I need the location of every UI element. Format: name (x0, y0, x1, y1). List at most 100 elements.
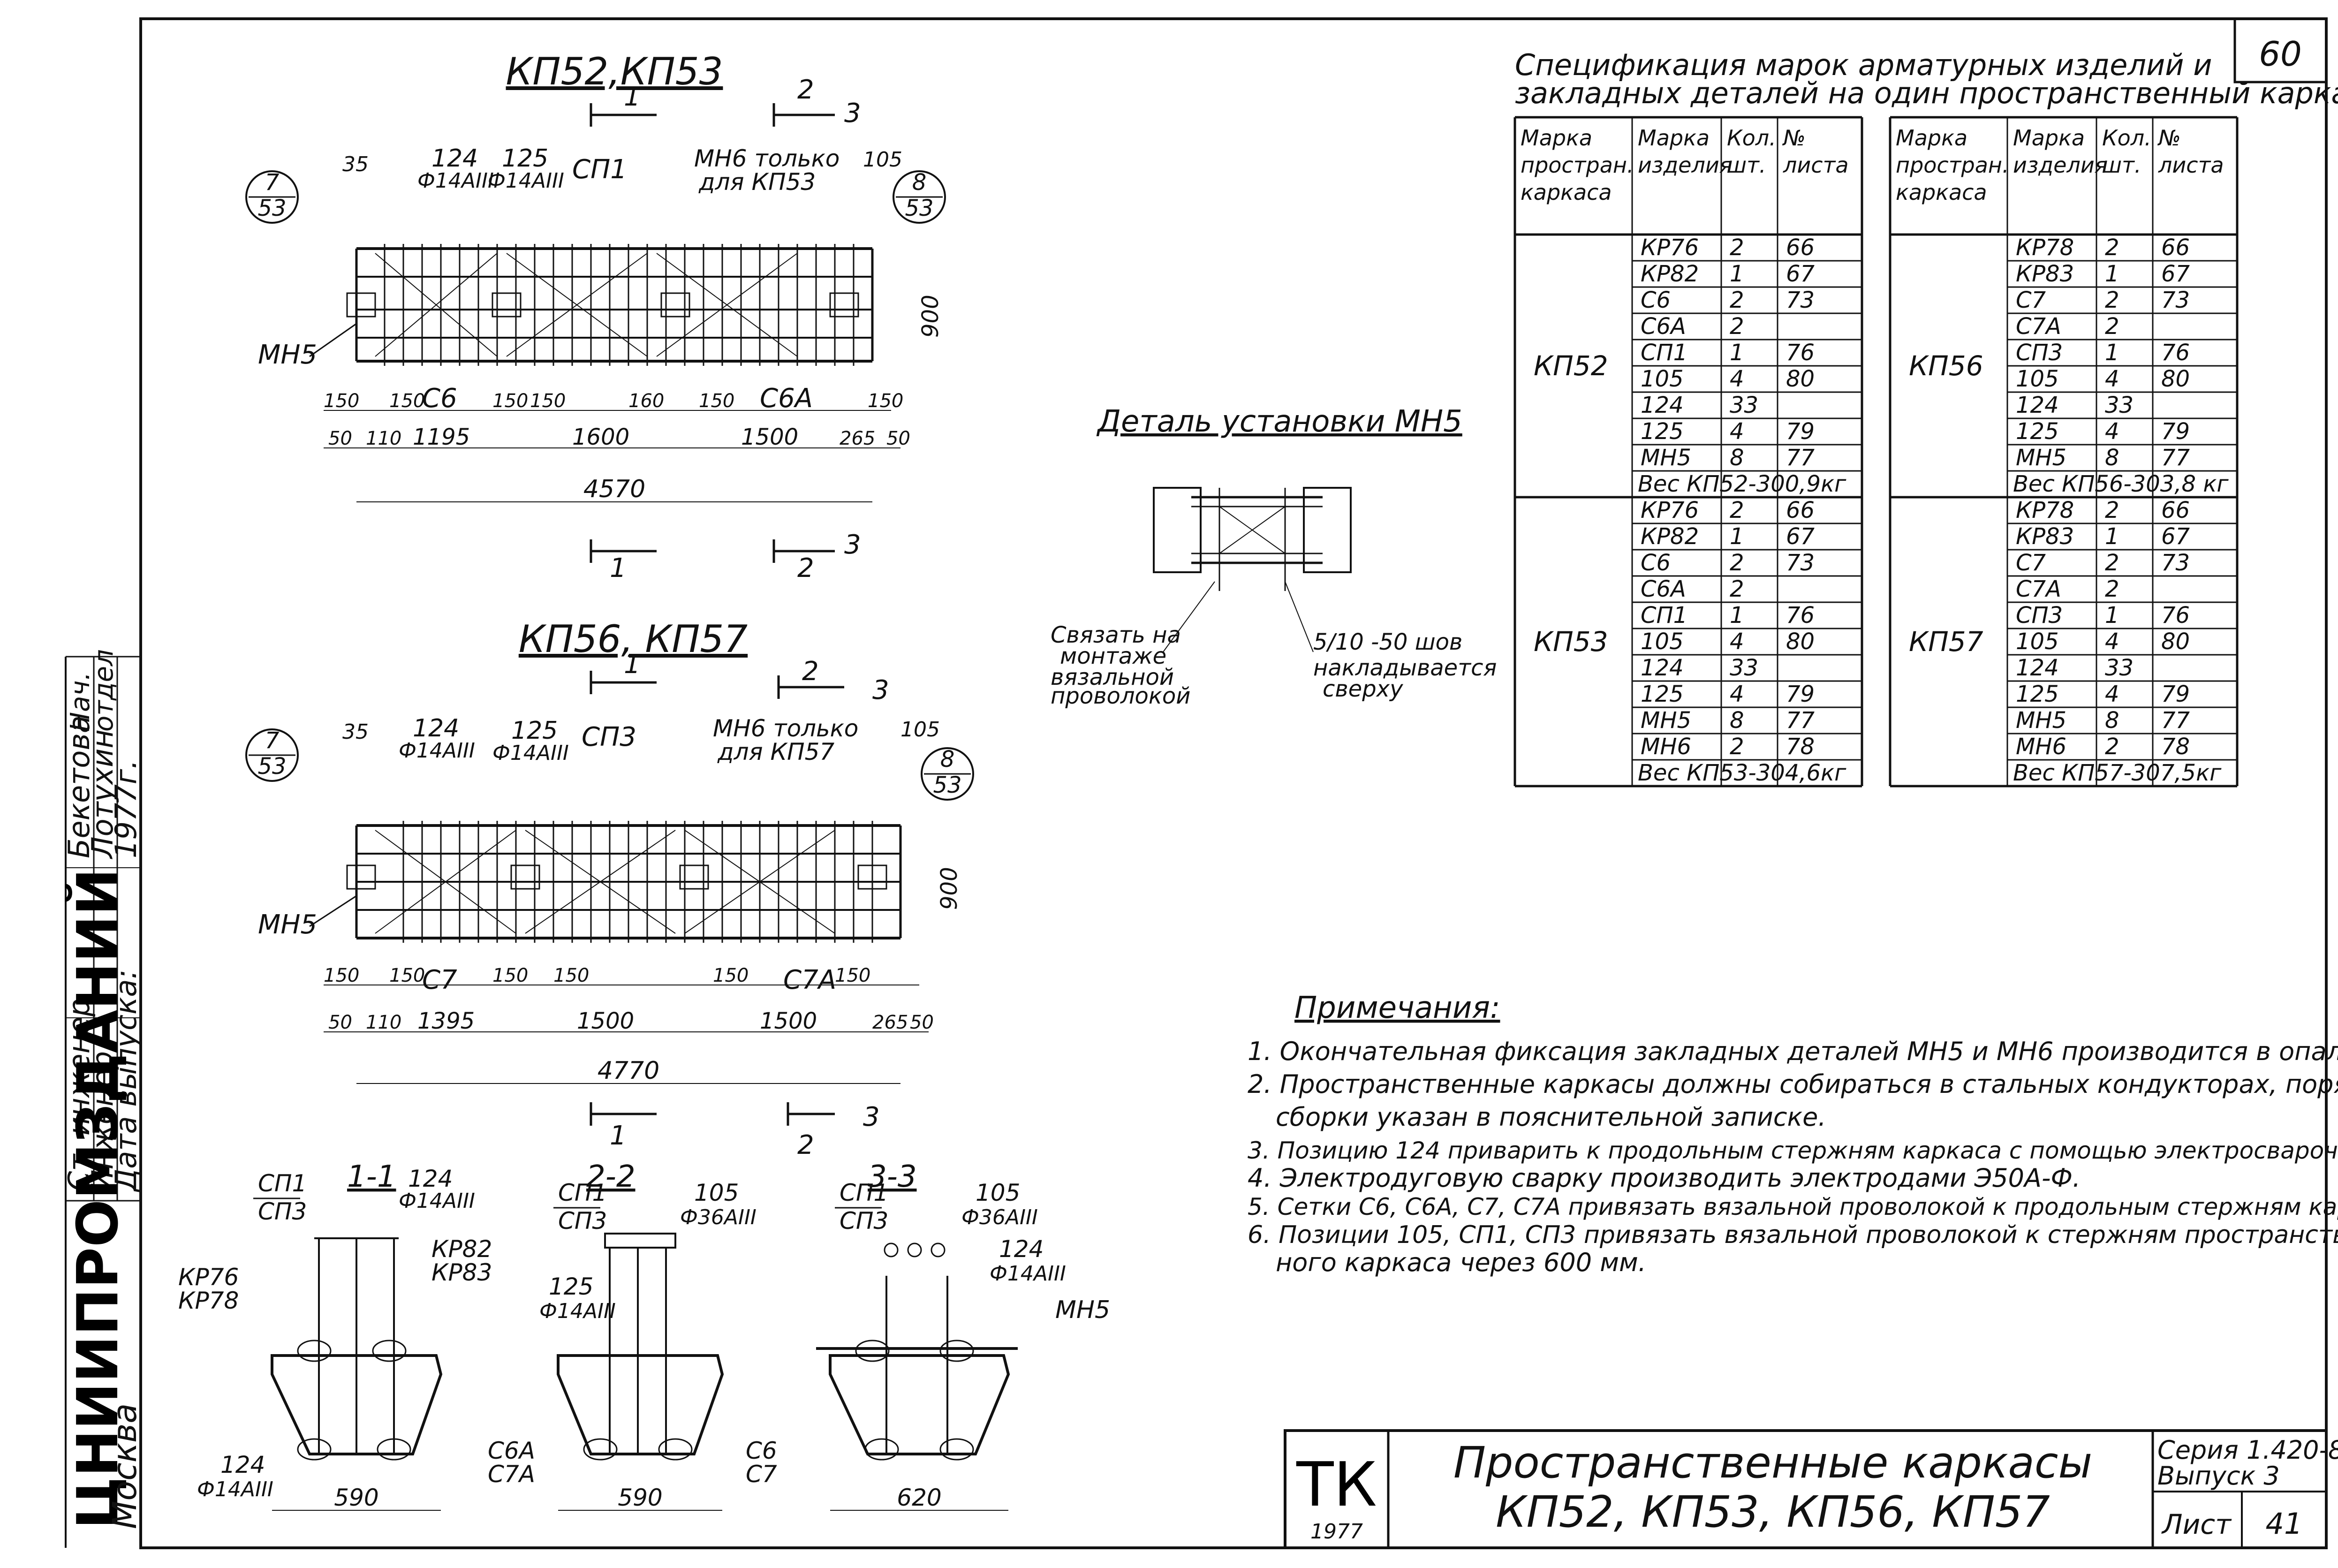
svg-text:монтаже: монтаже (1060, 643, 1166, 669)
spec-cell: СП1 (1641, 602, 1687, 629)
spec-cell: 1 (2105, 602, 2119, 629)
spec-cell: 33 (2105, 392, 2134, 418)
svg-text:С7: С7 (422, 965, 457, 995)
spec-cell: 125 (1641, 681, 1684, 707)
spec-cell: КР78 (2016, 497, 2074, 523)
svg-text:Ф14АIII: Ф14АIII (197, 1477, 273, 1501)
svg-text:2: 2 (797, 75, 814, 105)
note-1: 1. Окончательная фиксация закладных дета… (1248, 1037, 2338, 1066)
svg-text:1: 1 (610, 1121, 627, 1151)
svg-text:Ф14АIII: Ф14АIII (539, 1299, 616, 1323)
spec-cell: 1 (1730, 261, 1744, 287)
spec-cell: 73 (2161, 287, 2190, 313)
spec-cell: 8 (1730, 707, 1744, 734)
side-row1-label: Ст. инженер (62, 998, 96, 1191)
spec-cell: 67 (2161, 261, 2190, 287)
svg-text:105: 105 (900, 718, 940, 742)
side-row3-name: 1977г. (109, 760, 143, 858)
spec-header-2: Кол. (2102, 125, 2151, 151)
spec-cell: 1 (2105, 523, 2119, 550)
spec-cell: 80 (2161, 629, 2190, 655)
section-mark-1-top: 1 (590, 82, 657, 127)
spec-cell: 67 (2161, 523, 2190, 550)
spec-cell: КР76 (1641, 235, 1699, 261)
svg-text:125: 125 (502, 144, 548, 173)
spec-header-0: Марка (1521, 125, 1592, 151)
svg-text:С7А: С7А (783, 965, 836, 995)
svg-text:150: 150 (324, 390, 359, 412)
spec-cell: 105 (2016, 629, 2059, 655)
svg-text:150: 150 (868, 390, 903, 412)
spec-cell: 8 (2105, 445, 2119, 471)
spec-cell: 1 (2105, 340, 2119, 366)
svg-text:150: 150 (713, 965, 749, 986)
spec-cell: 80 (1786, 366, 1815, 392)
spec-cell: 79 (1786, 681, 1815, 707)
svg-text:СП1: СП1 (258, 1170, 307, 1197)
note-5: 5. Сетки С6, С6А, С7, С7А привязать вяза… (1248, 1193, 2338, 1220)
spec-weight: Вес КП57-307,5кг (2013, 760, 2222, 786)
section-mark-1-bottom: 1 (590, 649, 657, 694)
spec-cell: 105 (1641, 366, 1684, 392)
svg-text:3: 3 (863, 1102, 880, 1132)
spec-cell: МН6 (2016, 734, 2066, 760)
svg-text:1500: 1500 (760, 1008, 817, 1034)
spec-weight: Вес КП52-300,9кг (1638, 471, 1846, 497)
svg-text:С6: С6 (422, 383, 457, 414)
spec-cell: 66 (1786, 235, 1815, 261)
spec-cell: 8 (2105, 707, 2119, 734)
svg-text:150: 150 (699, 390, 734, 412)
section-mark-2-bottom-b: 2 3 (787, 1102, 880, 1160)
svg-text:1195: 1195 (413, 424, 470, 450)
spec-cell: 125 (1641, 418, 1684, 445)
total-top: 4570 (583, 475, 645, 503)
spec-header-0: простран. (1521, 152, 1634, 178)
spec-cell: 77 (2161, 445, 2190, 471)
spec-cell: КР82 (1641, 523, 1699, 550)
spec-cell: 77 (2161, 707, 2190, 734)
spec-cell: С6А (1641, 313, 1686, 340)
spec-cell: МН5 (2016, 445, 2066, 471)
notes: Примечания: 1. Окончательная фиксация за… (1248, 991, 2338, 1277)
callout-right-bottom: 8 53 (921, 746, 974, 801)
svg-text:Ф14АIII: Ф14АIII (990, 1262, 1066, 1286)
svg-text:С6А: С6А (488, 1437, 535, 1464)
spec-cell: С6А (1641, 576, 1686, 602)
frame-bottom: КП56, КП57 1 2 3 7 53 8 53 35 124 Ф14АII… (245, 617, 974, 1160)
svg-text:265: 265 (872, 1012, 908, 1033)
spec-cell: 67 (1786, 261, 1815, 287)
spec-cell: 77 (1786, 707, 1815, 734)
svg-text:590: 590 (334, 1484, 378, 1511)
svg-text:265: 265 (840, 428, 875, 449)
dim-row2-bottom: 50 110 1395 1500 1500 265 50 (324, 1008, 934, 1034)
spec-weight: Вес КП56-303,8 кг (2013, 471, 2229, 497)
svg-text:СП3: СП3 (582, 722, 636, 752)
side-row2-name: Лотухин (85, 729, 120, 859)
svg-text:СП1: СП1 (572, 154, 627, 185)
svg-text:110: 110 (366, 1012, 401, 1033)
svg-text:150: 150 (389, 965, 425, 986)
svg-text:Ф36АIII: Ф36АIII (680, 1205, 757, 1229)
spec-cell: 76 (1786, 340, 1815, 366)
svg-text:С6: С6 (746, 1437, 777, 1464)
spec-cell: 4 (1730, 629, 1744, 655)
spec-cell: 4 (2105, 629, 2119, 655)
svg-text:50: 50 (910, 1012, 934, 1033)
spec-cell: КР82 (1641, 261, 1699, 287)
total-bottom: 4770 (598, 1057, 659, 1085)
spec-cell: 2 (2105, 734, 2119, 760)
svg-text:1500: 1500 (577, 1008, 634, 1034)
spec-cell: КР83 (2016, 523, 2074, 550)
spec-cell: 2 (2105, 235, 2119, 261)
spec-cell: 33 (2105, 655, 2134, 681)
section-mark-1-bottom-b: 1 (590, 1102, 657, 1151)
spec-header-3: № (2157, 125, 2181, 151)
spec-header-0: Марка (1896, 125, 1967, 151)
svg-text:35: 35 (342, 152, 369, 176)
spec-header-1: Марка (1638, 125, 1710, 151)
svg-text:53: 53 (257, 195, 286, 221)
svg-text:МН5: МН5 (258, 340, 317, 370)
side-row1-name: Бекетова (62, 715, 96, 858)
spec-cell: КР78 (2016, 235, 2074, 261)
stamp-year: 1977 (1310, 1520, 1363, 1544)
